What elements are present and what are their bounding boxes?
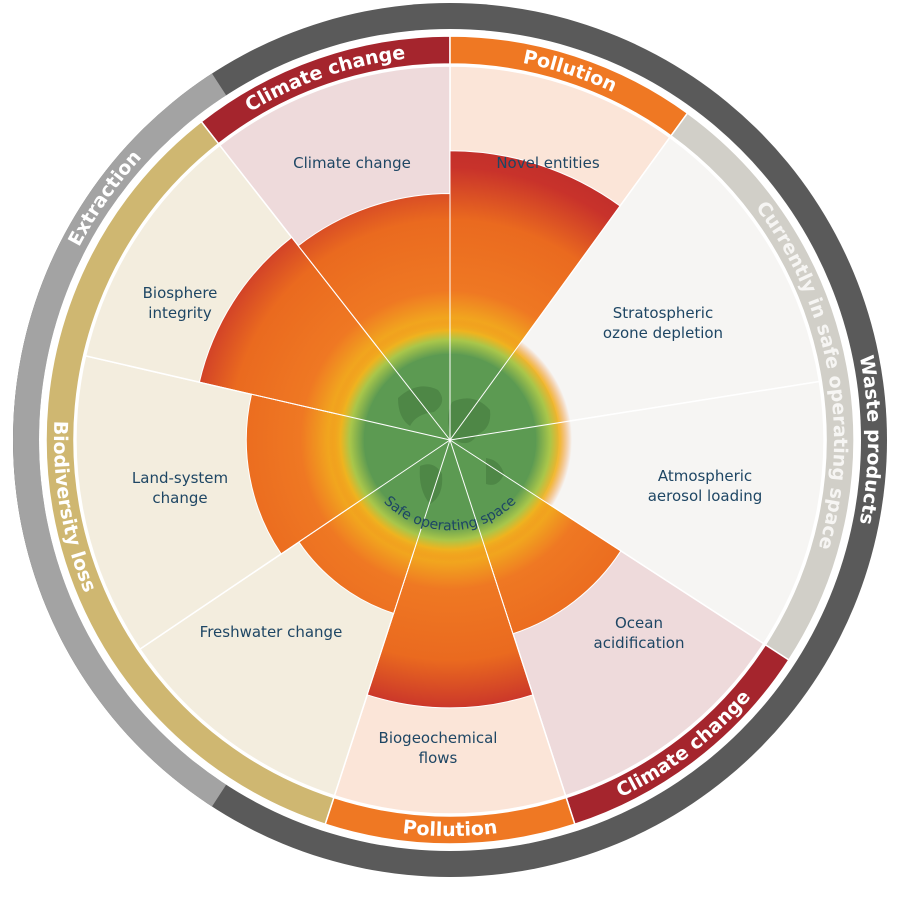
sector-divider [333,439,451,796]
boundary-label: Novel entities [496,154,600,172]
sector-divider [449,439,567,796]
sector-divider [449,380,820,441]
boundary-label: Climate change [293,154,411,172]
sector-divider [139,439,451,650]
boundary-label: Freshwater change [200,623,343,641]
sector-divider [85,355,451,441]
group-bands [45,35,855,845]
sector-divider [219,144,451,441]
group-band-biodiversity [45,120,335,826]
sector-dividers [85,66,820,796]
globe-icon [398,386,504,504]
sector-divider [449,439,764,645]
group-band-label: Pollution [402,816,499,841]
boundary-wedge [366,438,534,709]
extraction-ring-segment [13,73,227,807]
sector-divider [449,137,671,441]
